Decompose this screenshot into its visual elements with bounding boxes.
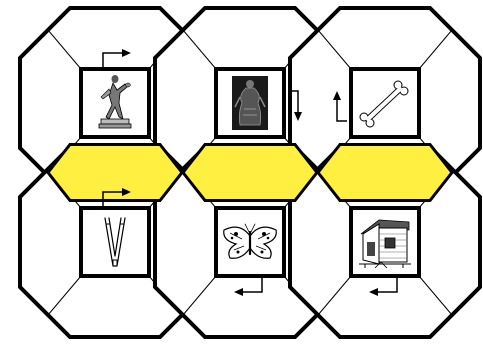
yellow-connector[interactable] [318,145,452,201]
yellow-connector[interactable] [183,145,317,201]
dark-figurine-icon [232,76,268,130]
